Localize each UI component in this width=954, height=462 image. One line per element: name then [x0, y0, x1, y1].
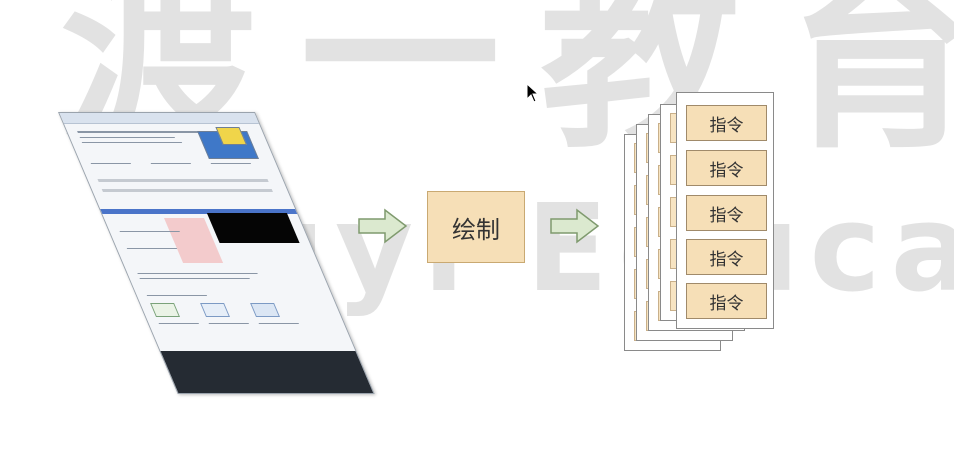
page-badge: [150, 303, 181, 317]
arrow-shape: [550, 208, 600, 244]
command-item: 指令: [686, 283, 767, 319]
cursor-shape: [526, 83, 540, 103]
command-label: 指令: [709, 160, 744, 181]
command-item: 指令: [686, 239, 767, 275]
page-dark-overlay: [206, 213, 300, 243]
page-text-line: [158, 323, 199, 324]
page-text-line: [139, 278, 250, 279]
webpage-illustration: [58, 112, 375, 402]
page-divider: [97, 179, 269, 182]
command-list-front: 指令 指令 指令 指令 指令: [676, 92, 774, 329]
page-text-line: [79, 137, 176, 138]
page-footer: [160, 351, 374, 393]
webpage-thumbnail: [58, 112, 375, 394]
page-text-line: [81, 142, 183, 143]
arrow-shape: [358, 208, 408, 244]
mouse-cursor-icon: [526, 83, 540, 103]
command-label: 指令: [709, 249, 744, 270]
command-label: 指令: [709, 293, 744, 314]
page-badge: [200, 303, 231, 317]
command-item: 指令: [686, 195, 767, 231]
page-text-line: [119, 231, 180, 232]
page-text-line: [90, 163, 132, 164]
command-label: 指令: [709, 205, 744, 226]
page-text-line: [208, 323, 249, 324]
right-arrow-icon: [550, 208, 600, 244]
right-arrow-icon: [358, 208, 408, 244]
command-label: 指令: [709, 115, 744, 136]
page-topbar: [59, 113, 260, 124]
command-item: 指令: [686, 105, 767, 141]
page-text-line: [210, 163, 252, 164]
command-item: 指令: [686, 150, 767, 186]
page-text-line: [150, 163, 192, 164]
draw-step-box: 绘制: [427, 191, 525, 263]
page-text-line: [126, 248, 178, 249]
page-divider: [101, 189, 273, 192]
page-text-line: [137, 273, 258, 274]
page-badge: [250, 303, 281, 317]
page-text-line: [77, 131, 198, 133]
draw-step-label: 绘制: [452, 215, 500, 244]
page-text-line: [258, 323, 299, 324]
page-text-line: [146, 295, 208, 296]
